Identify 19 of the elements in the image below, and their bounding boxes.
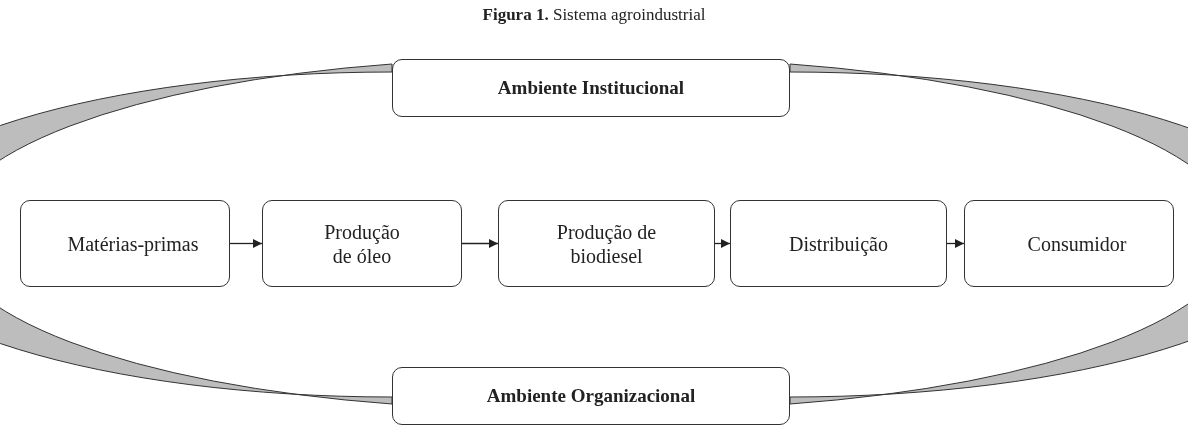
- arrow: [946, 239, 965, 248]
- arrow: [714, 239, 731, 248]
- figure-title: Figura 1. Sistema agroindustrial: [482, 4, 706, 26]
- box-heading: Ambiente Organizacional: [486, 384, 696, 408]
- process-box: [262, 200, 462, 287]
- arrow: [461, 239, 499, 248]
- environment-box: [392, 367, 790, 425]
- process-box: [964, 200, 1174, 287]
- box-label: Produção de óleo: [323, 219, 401, 268]
- box-label: Produção de biodiesel: [555, 219, 658, 268]
- arrow: [229, 239, 263, 248]
- box-label: Matérias-primas: [67, 231, 199, 256]
- box-label: Distribuição: [789, 231, 888, 256]
- environment-box: [392, 59, 790, 117]
- process-box: [730, 200, 947, 287]
- box-label: Consumidor: [1027, 231, 1127, 256]
- process-box: [20, 200, 230, 287]
- process-box: [498, 200, 715, 287]
- box-heading: Ambiente Institucional: [497, 76, 685, 100]
